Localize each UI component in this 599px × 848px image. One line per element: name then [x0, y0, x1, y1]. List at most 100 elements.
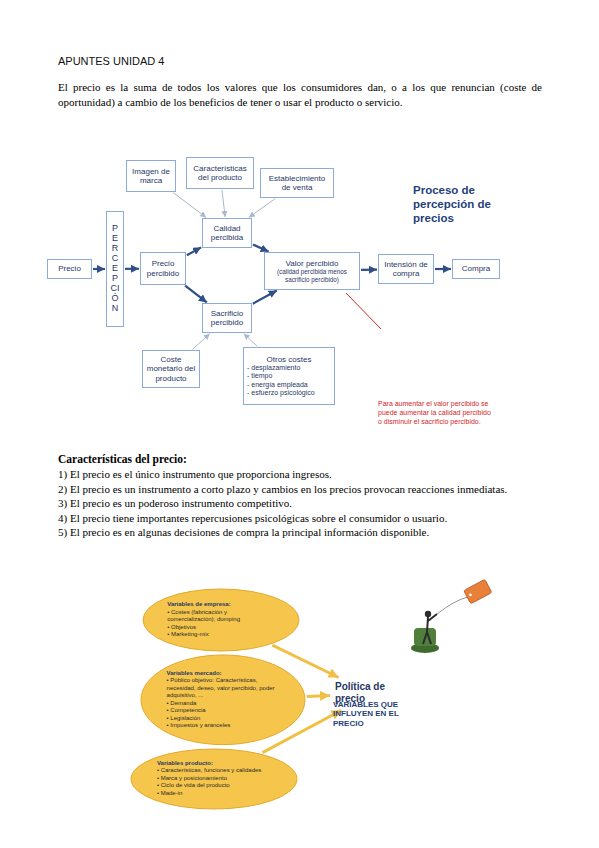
- connector-arrow: [244, 334, 258, 347]
- section-heading: Características del precio:: [58, 452, 542, 467]
- node-text: - desplazamiento: [247, 364, 331, 372]
- process-box: Valor percibido(calidad percibida menos …: [264, 252, 360, 290]
- node-title: Precio: [51, 264, 88, 273]
- node-text: (calidad percibida menos sacrificio perc…: [268, 268, 356, 282]
- connector-arrow: [185, 286, 207, 303]
- node-text: • Legislación: [167, 715, 280, 723]
- node-text: • Público objetivo: Características, nec…: [167, 677, 280, 700]
- text-holder: Política de precio: [335, 681, 409, 705]
- node-title: Variables mercado:: [167, 670, 280, 678]
- list-item: 1) El precio es el único instrumento que…: [58, 467, 542, 482]
- text-holder: Sacrificio percibido: [206, 309, 248, 327]
- node-text: • Made-in: [157, 790, 271, 798]
- connector-arrow: [253, 245, 269, 252]
- price-illustration: [411, 579, 492, 653]
- node-title: Establecimiento de venta: [264, 174, 330, 192]
- text-holder: Precio: [51, 264, 88, 273]
- connector-arrow: [361, 269, 377, 272]
- node-title: Variables de empresa:: [167, 601, 274, 609]
- connector-arrow: [435, 268, 451, 270]
- process-box: Calidad percibida: [202, 218, 252, 248]
- node-title: Precio percibido: [144, 259, 182, 277]
- node-text: • Impuestos y aranceles: [167, 722, 280, 730]
- note: Para aumentar el valor percibido se pued…: [378, 400, 496, 426]
- text-holder: Características del producto: [190, 164, 250, 182]
- process-box: Precio percibido: [140, 252, 186, 285]
- connector-arrow: [187, 247, 201, 255]
- node-title: Imagen de marca: [130, 167, 172, 185]
- vertical-box: PERCEPCIÓN: [106, 211, 124, 327]
- node-title: Calidad percibida: [206, 224, 248, 242]
- ellipse-shape: [141, 655, 305, 745]
- ellipse-outline: [140, 654, 306, 746]
- node-text: • Demanda: [167, 700, 280, 708]
- node-text: • Marketing-mix: [167, 631, 274, 639]
- text-holder: Precio percibido: [144, 259, 182, 277]
- process-box: Imagen de marca: [126, 160, 176, 192]
- node-title: Sacrificio percibido: [206, 309, 248, 327]
- node-text: - energía empleada: [247, 381, 331, 389]
- node-text: • Objetivos: [167, 624, 274, 632]
- text-holder: Otros costes- desplazamiento- tiempo- en…: [247, 355, 331, 398]
- price-tag: [464, 579, 492, 604]
- node-text: • Competencia: [167, 707, 280, 715]
- connector-arrow: [173, 193, 206, 218]
- list-item: 5) El precio es en algunas decisiones de…: [58, 525, 542, 540]
- text-holder: Intensión de compra: [382, 260, 430, 278]
- text-holder: Variables de empresa:• Costes (fabricaci…: [142, 601, 300, 639]
- text-holder: Compra: [456, 264, 496, 273]
- node-text: • Marca y posicionamiento: [157, 775, 271, 783]
- node-text: - esfuerzo psicológico: [247, 389, 331, 397]
- node-title: Compra: [456, 264, 496, 273]
- text-holder: Coste monetario del producto: [146, 355, 196, 383]
- text-holder: Imagen de marca: [130, 167, 172, 185]
- intro-paragraph: El precio es la suma de todos los valore…: [58, 80, 542, 109]
- leader-line: [346, 293, 381, 329]
- list-item: 4) El precio tiene importantes repercusi…: [58, 511, 542, 526]
- node-text: - tiempo: [247, 372, 331, 380]
- connector-arrow: [253, 290, 277, 303]
- node-title: Política de precio: [335, 681, 409, 705]
- text-holder: Calidad percibida: [206, 224, 248, 242]
- process-box: Otros costes- desplazamiento- tiempo- en…: [243, 347, 335, 405]
- node-title: Otros costes: [247, 355, 331, 364]
- text-holder: Establecimiento de venta: [264, 174, 330, 192]
- node-text: • Ciclo de vida del producto: [157, 782, 271, 790]
- variable-ellipse: Variables mercado:• Público objetivo: Ca…: [140, 654, 306, 746]
- variable-ellipse: Variables de empresa:• Costes (fabricaci…: [142, 588, 300, 652]
- node-text: • Costes (fabricación y comercialización…: [167, 609, 274, 624]
- figure-body: [423, 614, 437, 644]
- diagram-title: Proceso de percepción de precios: [413, 184, 513, 225]
- figure-head: [425, 611, 431, 617]
- connector-arrow: [307, 694, 330, 698]
- list-item: 2) El precio es un instrumento a corto p…: [58, 482, 542, 497]
- process-box: Sacrificio percibido: [202, 303, 252, 333]
- node-title: Variables producto:: [157, 760, 271, 768]
- process-box: Coste monetario del producto: [142, 350, 200, 388]
- text-holder: Valor percibido(calidad percibida menos …: [268, 259, 356, 283]
- connector-arrow: [193, 334, 210, 350]
- node-title: Intensión de compra: [382, 260, 430, 278]
- variable-ellipse: Variables producto:• Características, fu…: [130, 748, 298, 810]
- connector-arrow: [125, 268, 139, 270]
- node-title: Valor percibido: [268, 259, 356, 268]
- text-block: Características del precio:1) El precio …: [58, 452, 542, 540]
- node-title: Coste monetario del producto: [146, 355, 196, 383]
- connector-arrow: [93, 268, 105, 270]
- process-box: Intensión de compra: [378, 254, 434, 284]
- process-box: Características del producto: [186, 157, 254, 189]
- ellipse-shape: [143, 589, 299, 651]
- tag-string: [437, 597, 468, 614]
- node-title: Características del producto: [190, 164, 250, 182]
- process-box: Compra: [452, 259, 500, 279]
- diagram-title: VARIABLES QUE INFLUYEN EN EL PRECIO: [333, 700, 425, 729]
- text-holder: Variables producto:• Características, fu…: [130, 760, 298, 798]
- result-text: Política de precio: [333, 679, 411, 709]
- process-box: Precio: [47, 259, 92, 279]
- list-item: 3) El precio es un poderoso instrumento …: [58, 496, 542, 511]
- node-text: • Características, funciones y calidades: [157, 767, 271, 775]
- text-holder: Variables mercado:• Público objetivo: Ca…: [140, 670, 306, 730]
